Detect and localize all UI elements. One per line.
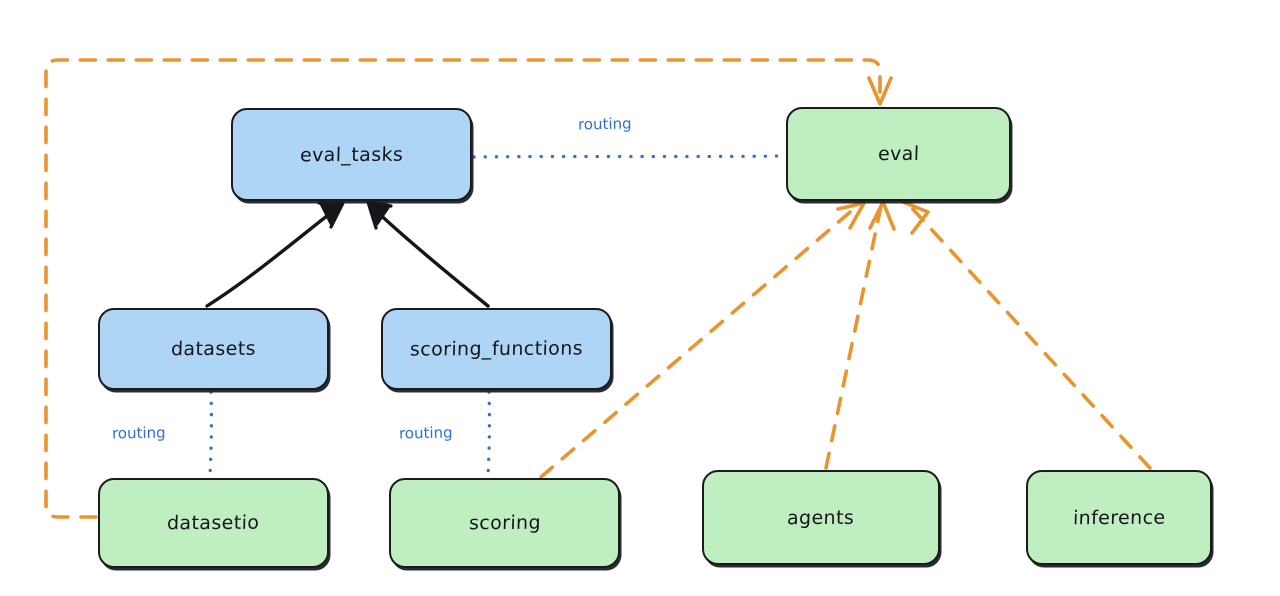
node-agents[interactable]: agents	[702, 470, 940, 565]
node-label: scoring	[468, 511, 541, 535]
node-datasets[interactable]: datasets	[98, 308, 329, 390]
node-label: datasetio	[167, 511, 260, 535]
node-label: inference	[1072, 506, 1166, 529]
node-label: eval	[877, 142, 920, 166]
edge-agents-to-eval	[824, 200, 896, 470]
edge-scoring_functions-to-eval_tasks	[366, 200, 490, 308]
edge-label-routing-eval: routing	[577, 114, 632, 134]
edge-datasets-to-eval_tasks	[205, 201, 345, 308]
edge-datasets-to-datasetio	[208, 390, 214, 479]
node-label: eval_tasks	[299, 143, 404, 166]
node-eval[interactable]: eval	[786, 107, 1011, 201]
edge-inference-to-eval	[901, 200, 1152, 470]
node-scoring[interactable]: scoring	[389, 478, 620, 568]
node-label: datasets	[170, 337, 257, 361]
node-scoring-functions[interactable]: scoring_functions	[381, 308, 612, 390]
edge-scoring_functions-to-scoring	[486, 390, 492, 479]
edge-scoring-to-eval	[539, 201, 866, 479]
node-inference[interactable]: inference	[1026, 470, 1212, 565]
node-datasetio[interactable]: datasetio	[98, 478, 329, 568]
edge-eval_tasks-to-eval	[472, 154, 786, 159]
node-eval-tasks[interactable]: eval_tasks	[231, 108, 472, 201]
edge-label-routing-datasets: routing	[111, 423, 166, 443]
node-label: agents	[787, 506, 855, 529]
edge-datasetio-to-eval	[44, 58, 893, 519]
node-label: scoring_functions	[409, 337, 584, 361]
edge-label-routing-scoring: routing	[398, 423, 453, 443]
